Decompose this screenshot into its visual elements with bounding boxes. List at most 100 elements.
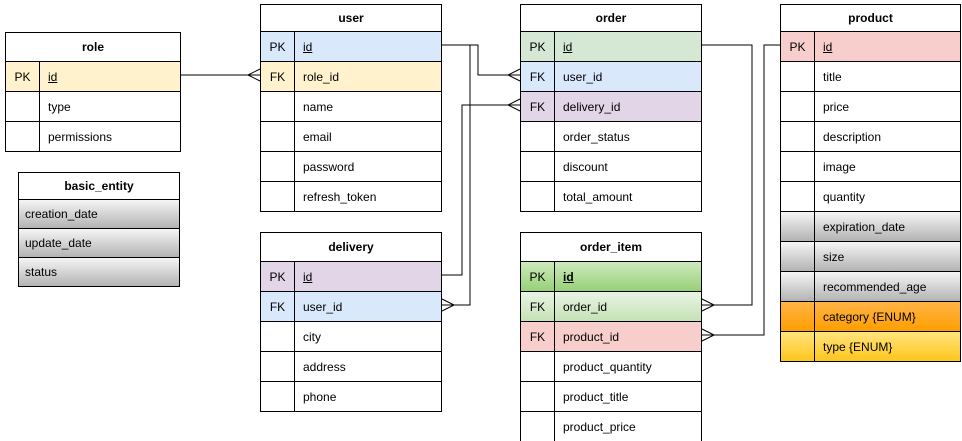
row-label: id [563,39,573,54]
table-row: address [261,351,441,381]
crows-foot-prong [701,334,715,342]
table-row: quantity [781,181,960,211]
table-title: role [6,33,180,61]
row-key [781,182,815,211]
table-title: user [261,5,441,31]
row-key [521,412,555,441]
table-row: expiration_date [781,211,960,241]
row-label: permissions [48,129,113,144]
row-label: password [303,159,355,174]
table-row: FK product_id [521,321,701,351]
table-row: description [781,121,960,151]
table-row: type {ENUM} [781,331,960,361]
row-key [781,122,815,151]
row-label: name [303,99,334,114]
row-label: phone [303,389,337,404]
row-label: refresh_token [303,189,377,204]
table-row: category {ENUM} [781,301,960,331]
row-label: product_title [563,389,629,404]
row-label: creation_date [25,207,98,221]
row-label: product_id [563,329,620,344]
row-key: PK [521,262,555,291]
row-key: FK [521,292,555,321]
row-key: PK [521,32,555,61]
table-row: phone [261,381,441,411]
row-key: PK [261,32,295,61]
row-key [261,382,295,411]
crows-foot-prong [507,98,521,106]
crows-foot-prong [441,298,455,306]
table-row: recommended_age [781,271,960,301]
row-key: FK [521,322,555,351]
row-key: PK [261,262,295,291]
table-row: image [781,151,960,181]
row-key: FK [261,292,295,321]
row-label: discount [563,159,608,174]
crows-foot-prong [507,68,521,76]
table-row: size [781,241,960,271]
row-key: PK [781,32,815,61]
connector-order-id-to-order-item-order-id [701,44,753,312]
row-label: product_quantity [563,359,652,374]
row-label: address [303,359,346,374]
table-row: order_status [521,121,701,151]
table-row: title [781,61,960,91]
table-row: creation_date [19,199,179,228]
row-key [781,92,815,121]
row-label: status [25,265,58,279]
row-label: total_amount [563,189,633,204]
crows-foot-prong [701,328,715,336]
row-label: update_date [25,236,92,250]
row-label: type {ENUM} [823,339,893,354]
table-row: status [19,257,179,286]
crows-foot-prong [441,304,455,312]
table-title: basic_entity [19,173,179,199]
row-label: title [823,69,842,84]
row-label: image [823,159,856,174]
row-label: product_price [563,419,636,434]
row-label: id [48,69,58,84]
row-label: role_id [303,69,340,84]
table-row: type [6,91,180,121]
row-label: user_id [563,69,603,84]
row-key [781,242,815,271]
crows-foot-prong [507,104,521,112]
row-label: category {ENUM} [823,309,916,324]
table-row: price [781,91,960,121]
row-key: FK [261,62,295,91]
row-label: price [823,99,850,114]
crows-foot-prong [507,74,521,82]
row-label: order_status [563,129,630,144]
table-row: FK role_id [261,61,441,91]
table-title: delivery [261,233,441,261]
crows-foot-prong [701,304,715,312]
row-key [521,122,555,151]
row-key [521,352,555,381]
table-row: refresh_token [261,181,441,211]
table-title: product [781,5,960,31]
row-key [261,152,295,181]
row-key [6,92,40,121]
crows-foot-prong [247,74,261,82]
row-label: type [48,99,71,114]
row-key [6,122,40,151]
connector-user-id-to-delivery-user-id [441,44,471,312]
connector-product-id-to-order-item-product-id [701,44,780,342]
row-key [781,272,815,301]
row-key: PK [6,62,40,91]
table-row: email [261,121,441,151]
row-label: delivery_id [563,99,621,114]
